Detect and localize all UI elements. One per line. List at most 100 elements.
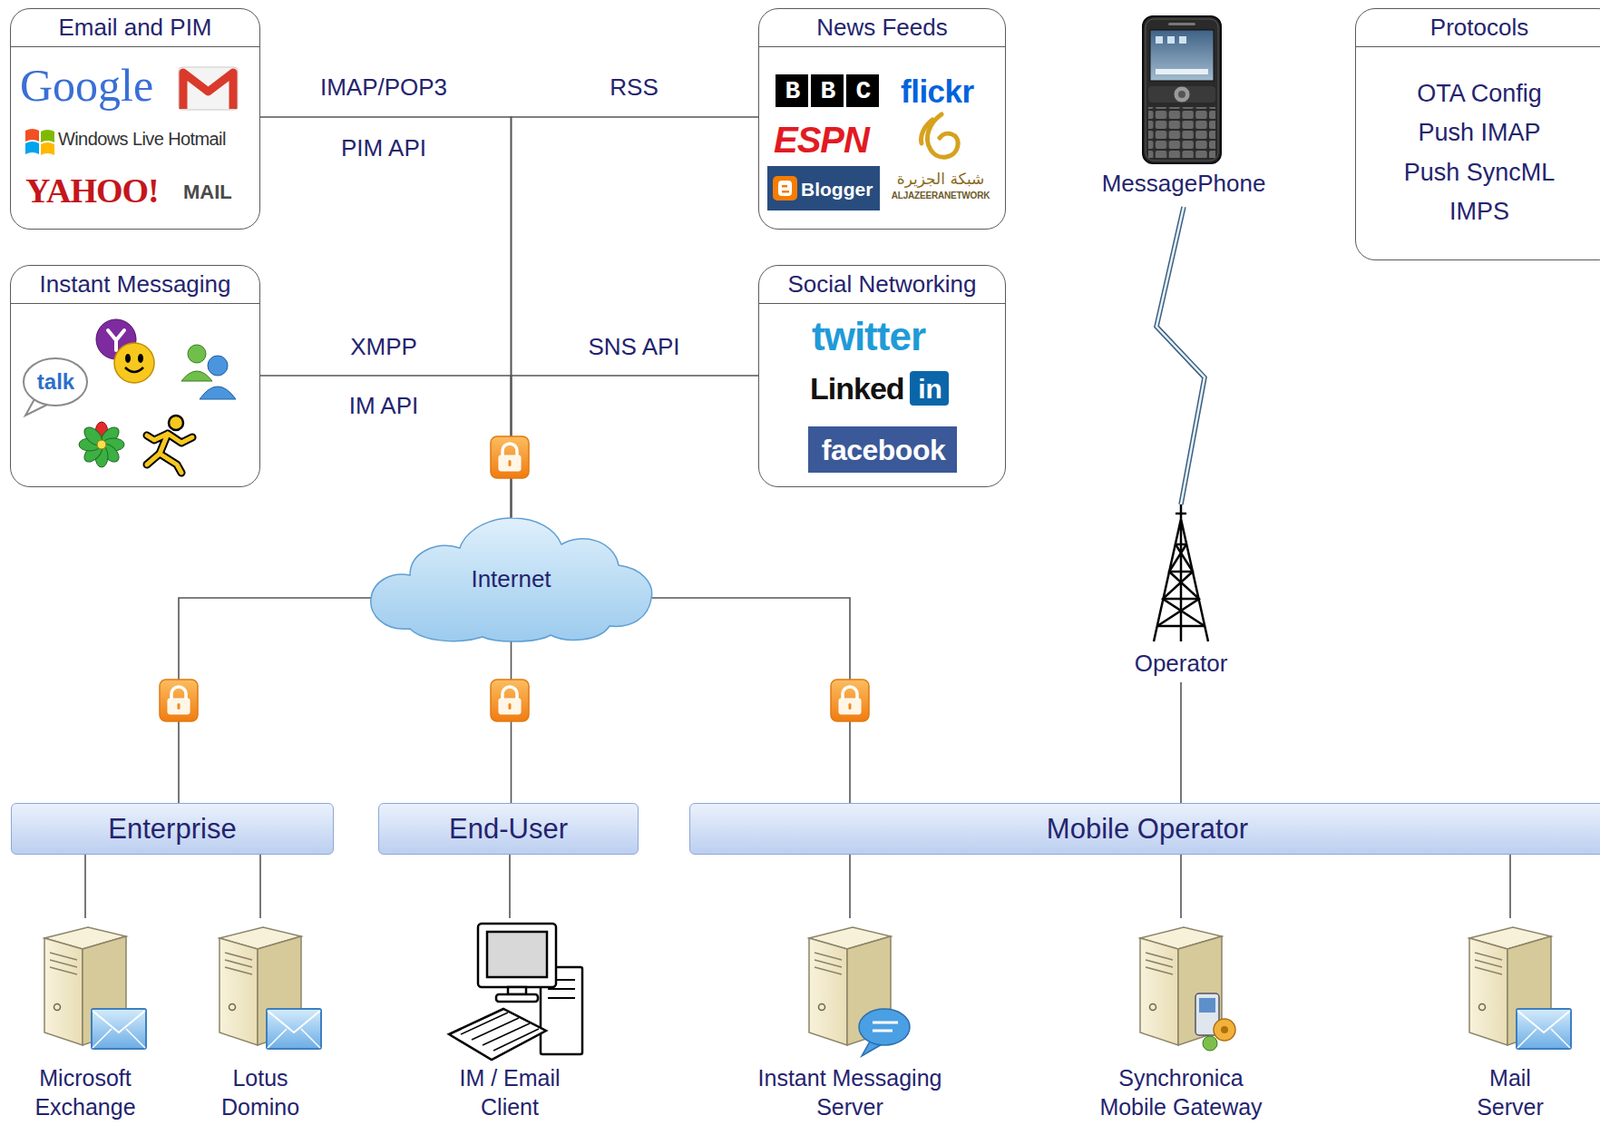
lock-icons <box>159 436 869 722</box>
panel-heading: News Feeds <box>759 9 1005 46</box>
node-label: MessagePhone <box>1079 169 1288 197</box>
node-label: Internet <box>369 562 654 596</box>
server-icons <box>1140 926 1222 1045</box>
desktop-computer <box>478 923 557 987</box>
protocol-label: PIM API <box>337 133 430 163</box>
desktop-computer <box>487 931 547 977</box>
protocol-item: IMPS <box>1356 195 1600 227</box>
tier-band: Mobile Operator <box>689 802 1600 855</box>
phone-node: MessagePhone <box>1079 10 1288 207</box>
blogger-badge <box>781 190 790 194</box>
radio-tower <box>1153 504 1209 642</box>
logo-text: ESPN <box>773 119 869 160</box>
text-slot: Mobile Operator <box>690 803 1600 854</box>
edge-label: SNS API <box>584 331 683 361</box>
text-slot: YAHOO! <box>25 170 159 211</box>
service-panel: News FeedsBBCflickrESPNBloggerشبكة الجزي… <box>758 8 1006 230</box>
icq-flower <box>80 423 106 449</box>
gateway-badge <box>1199 997 1216 1013</box>
node-label: IM / Email Client <box>441 1063 578 1122</box>
logo-text: twitter <box>811 312 926 361</box>
gtalk-bubble <box>23 358 88 416</box>
text-slot: facebook <box>809 427 958 474</box>
tier-band: Enterprise <box>10 802 334 855</box>
server-node: Instant Messaging Server <box>745 917 955 1125</box>
aljazeera-emblem <box>921 119 934 144</box>
text-slot: IMPS <box>1356 195 1600 227</box>
text-slot: twitter <box>811 312 926 361</box>
connector <box>260 117 512 519</box>
yahoo-messenger-icon <box>125 367 144 372</box>
text-slot: Windows Live Hotmail <box>58 126 226 151</box>
node-label: Mail Server <box>1460 1063 1561 1122</box>
server-node: Mail Server <box>1460 917 1561 1125</box>
blogger-badge <box>767 165 880 211</box>
logo-text: talk <box>23 367 88 397</box>
desktop-computer <box>460 1012 539 1051</box>
server-icons <box>44 926 1571 1049</box>
msn-icon <box>199 386 236 400</box>
text-slot: Push SyncML <box>1356 156 1600 188</box>
aim-runner <box>168 415 184 430</box>
service-panel: Instant Messaging talk <box>9 264 261 488</box>
phone-illustration <box>1142 16 1221 164</box>
node-label: Microsoft Exchange <box>5 1063 166 1122</box>
text-slot: شبكة الجزيرة <box>884 168 997 189</box>
server-icons <box>266 1008 322 1049</box>
text-slot: OTA Config <box>1356 78 1600 109</box>
protocol-item: Push IMAP <box>1356 117 1600 148</box>
windows-flag <box>40 129 55 143</box>
server-icons <box>91 1008 147 1049</box>
radio-tower <box>1153 504 1209 642</box>
panel-heading: Protocols <box>1356 9 1600 46</box>
connector-line <box>1180 682 1182 803</box>
windows-flag <box>40 142 55 156</box>
connector-line <box>1509 854 1512 918</box>
blogger-badge <box>772 175 798 201</box>
logo-text: Google <box>19 59 154 111</box>
protocol-label: IM API <box>345 390 423 420</box>
connector-line <box>1156 206 1205 505</box>
panel-heading: Social Networking <box>759 265 1005 303</box>
yahoo-messenger-icon <box>114 342 155 383</box>
connector <box>511 117 760 519</box>
node-label: Lotus Domino <box>201 1063 320 1122</box>
gateway-badge <box>1195 993 1236 1051</box>
network-cloud: Internet <box>369 515 654 644</box>
text-slot: Enterprise <box>11 803 333 854</box>
text-slot: News Feeds <box>759 9 1005 48</box>
tower-node: Operator <box>1117 504 1245 683</box>
yahoo-messenger-icon <box>125 353 131 363</box>
lock-icons <box>159 679 198 722</box>
aljazeera-emblem <box>921 114 959 157</box>
band-label: Enterprise <box>11 803 333 854</box>
connector <box>85 854 87 918</box>
label-slot: IMAP/POP3 <box>316 72 451 102</box>
connector-line <box>649 597 850 803</box>
text-slot: BBC <box>785 75 892 108</box>
band-label: End-User <box>379 803 638 854</box>
service-panel: ProtocolsOTA ConfigPush IMAP Push SyncML I… <box>1355 8 1600 261</box>
text-slot: Synchronica Mobile Gateway <box>1090 1063 1272 1122</box>
icq-flower <box>78 421 125 468</box>
desktop-computer <box>448 1008 547 1060</box>
phone-illustration <box>1173 86 1191 103</box>
text-slot: flickr <box>900 72 975 111</box>
gateway-badge <box>1220 1025 1229 1034</box>
text-slot: End-User <box>379 803 638 854</box>
logo-text: Linked <box>809 370 905 407</box>
panel-heading: Instant Messaging <box>10 265 260 303</box>
lock-icons <box>490 436 529 479</box>
logo-text: flickr <box>900 72 975 111</box>
edge-label: RSS <box>605 72 662 102</box>
connector-line <box>178 597 373 803</box>
server-node: Lotus Domino <box>201 917 320 1125</box>
gateway-badge <box>1213 1018 1236 1041</box>
windows-flag <box>25 128 40 142</box>
blogger-badge <box>781 185 788 188</box>
text-slot: ESPN <box>773 119 869 160</box>
text-slot: Microsoft Exchange <box>5 1063 166 1122</box>
phone-illustration <box>1148 107 1216 158</box>
edge-label: IMAP/POP3 <box>316 72 451 102</box>
